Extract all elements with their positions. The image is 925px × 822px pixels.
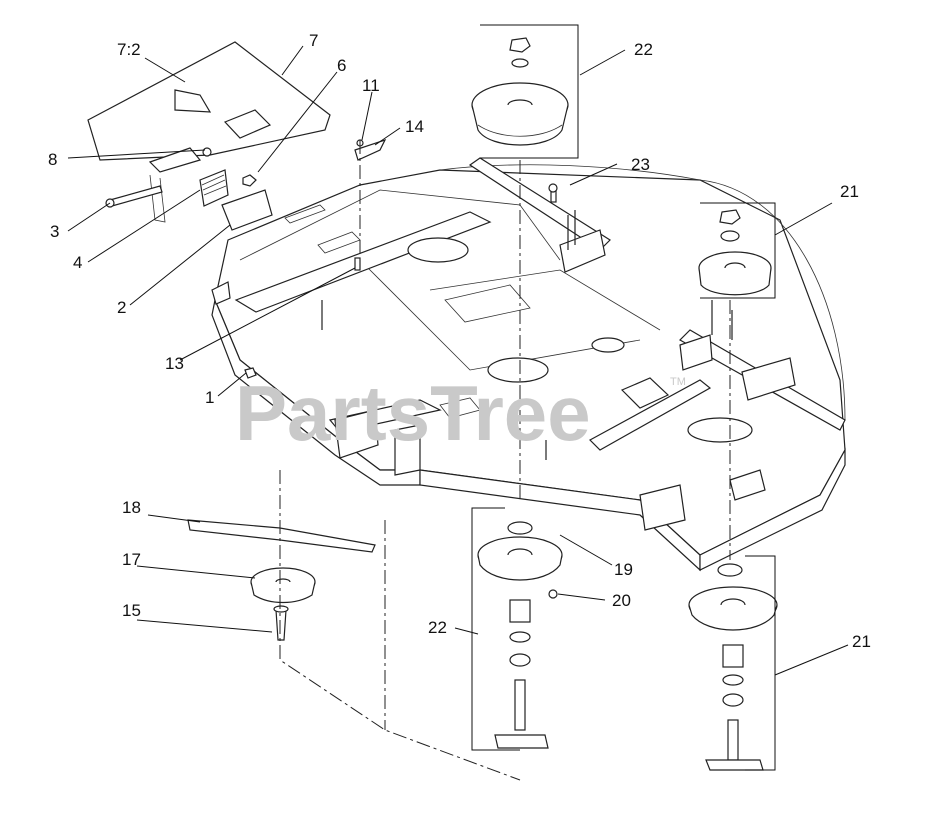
nut-6 <box>242 174 257 187</box>
pulley-21-top <box>698 202 776 299</box>
callout-2: 2 <box>117 298 126 317</box>
blade-18 <box>187 519 376 553</box>
deflector-hardware <box>105 138 558 379</box>
callout-7-2: 7:2 <box>117 40 141 59</box>
pulley-22-top <box>471 24 579 159</box>
callout-22-lower: 22 <box>428 618 447 637</box>
callout-18: 18 <box>122 498 141 517</box>
callout-4: 4 <box>73 253 82 272</box>
bolt-15 <box>275 609 287 641</box>
bolt-13 <box>354 257 361 271</box>
callout-7: 7 <box>309 31 318 50</box>
spindle-21-lower <box>688 300 778 771</box>
callout-22-top: 22 <box>634 40 653 59</box>
discharge-deflector <box>87 41 331 223</box>
leader-lines <box>67 45 849 676</box>
callout-17: 17 <box>122 550 141 569</box>
bolt-3 <box>109 185 163 207</box>
nut-8 <box>202 147 212 157</box>
mower-deck-housing <box>211 157 846 572</box>
callout-19: 19 <box>614 560 633 579</box>
callout-3: 3 <box>50 222 59 241</box>
watermark-text: PartsTree <box>235 369 591 457</box>
callout-1: 1 <box>205 388 214 407</box>
callout-14: 14 <box>405 117 424 136</box>
callout-15: 15 <box>122 601 141 620</box>
lever-14 <box>354 138 387 161</box>
spindle-22-lower <box>471 507 563 751</box>
callout-8: 8 <box>48 150 57 169</box>
watermark-trademark: TM <box>670 376 686 388</box>
callout-6: 6 <box>337 56 346 75</box>
nut-1 <box>244 367 257 379</box>
callout-13: 13 <box>165 354 184 373</box>
callout-23: 23 <box>631 155 650 174</box>
callout-11: 11 <box>362 76 380 95</box>
callout-21-top: 21 <box>840 182 859 201</box>
callout-21-lower: 21 <box>852 632 871 651</box>
callout-labels: 7:2 7 6 11 14 8 3 4 2 13 1 22 23 21 18 1… <box>48 31 871 651</box>
blade-assembly <box>187 470 521 781</box>
spring-4 <box>199 169 229 207</box>
bracket-2 <box>221 189 273 231</box>
callout-20: 20 <box>612 591 631 610</box>
